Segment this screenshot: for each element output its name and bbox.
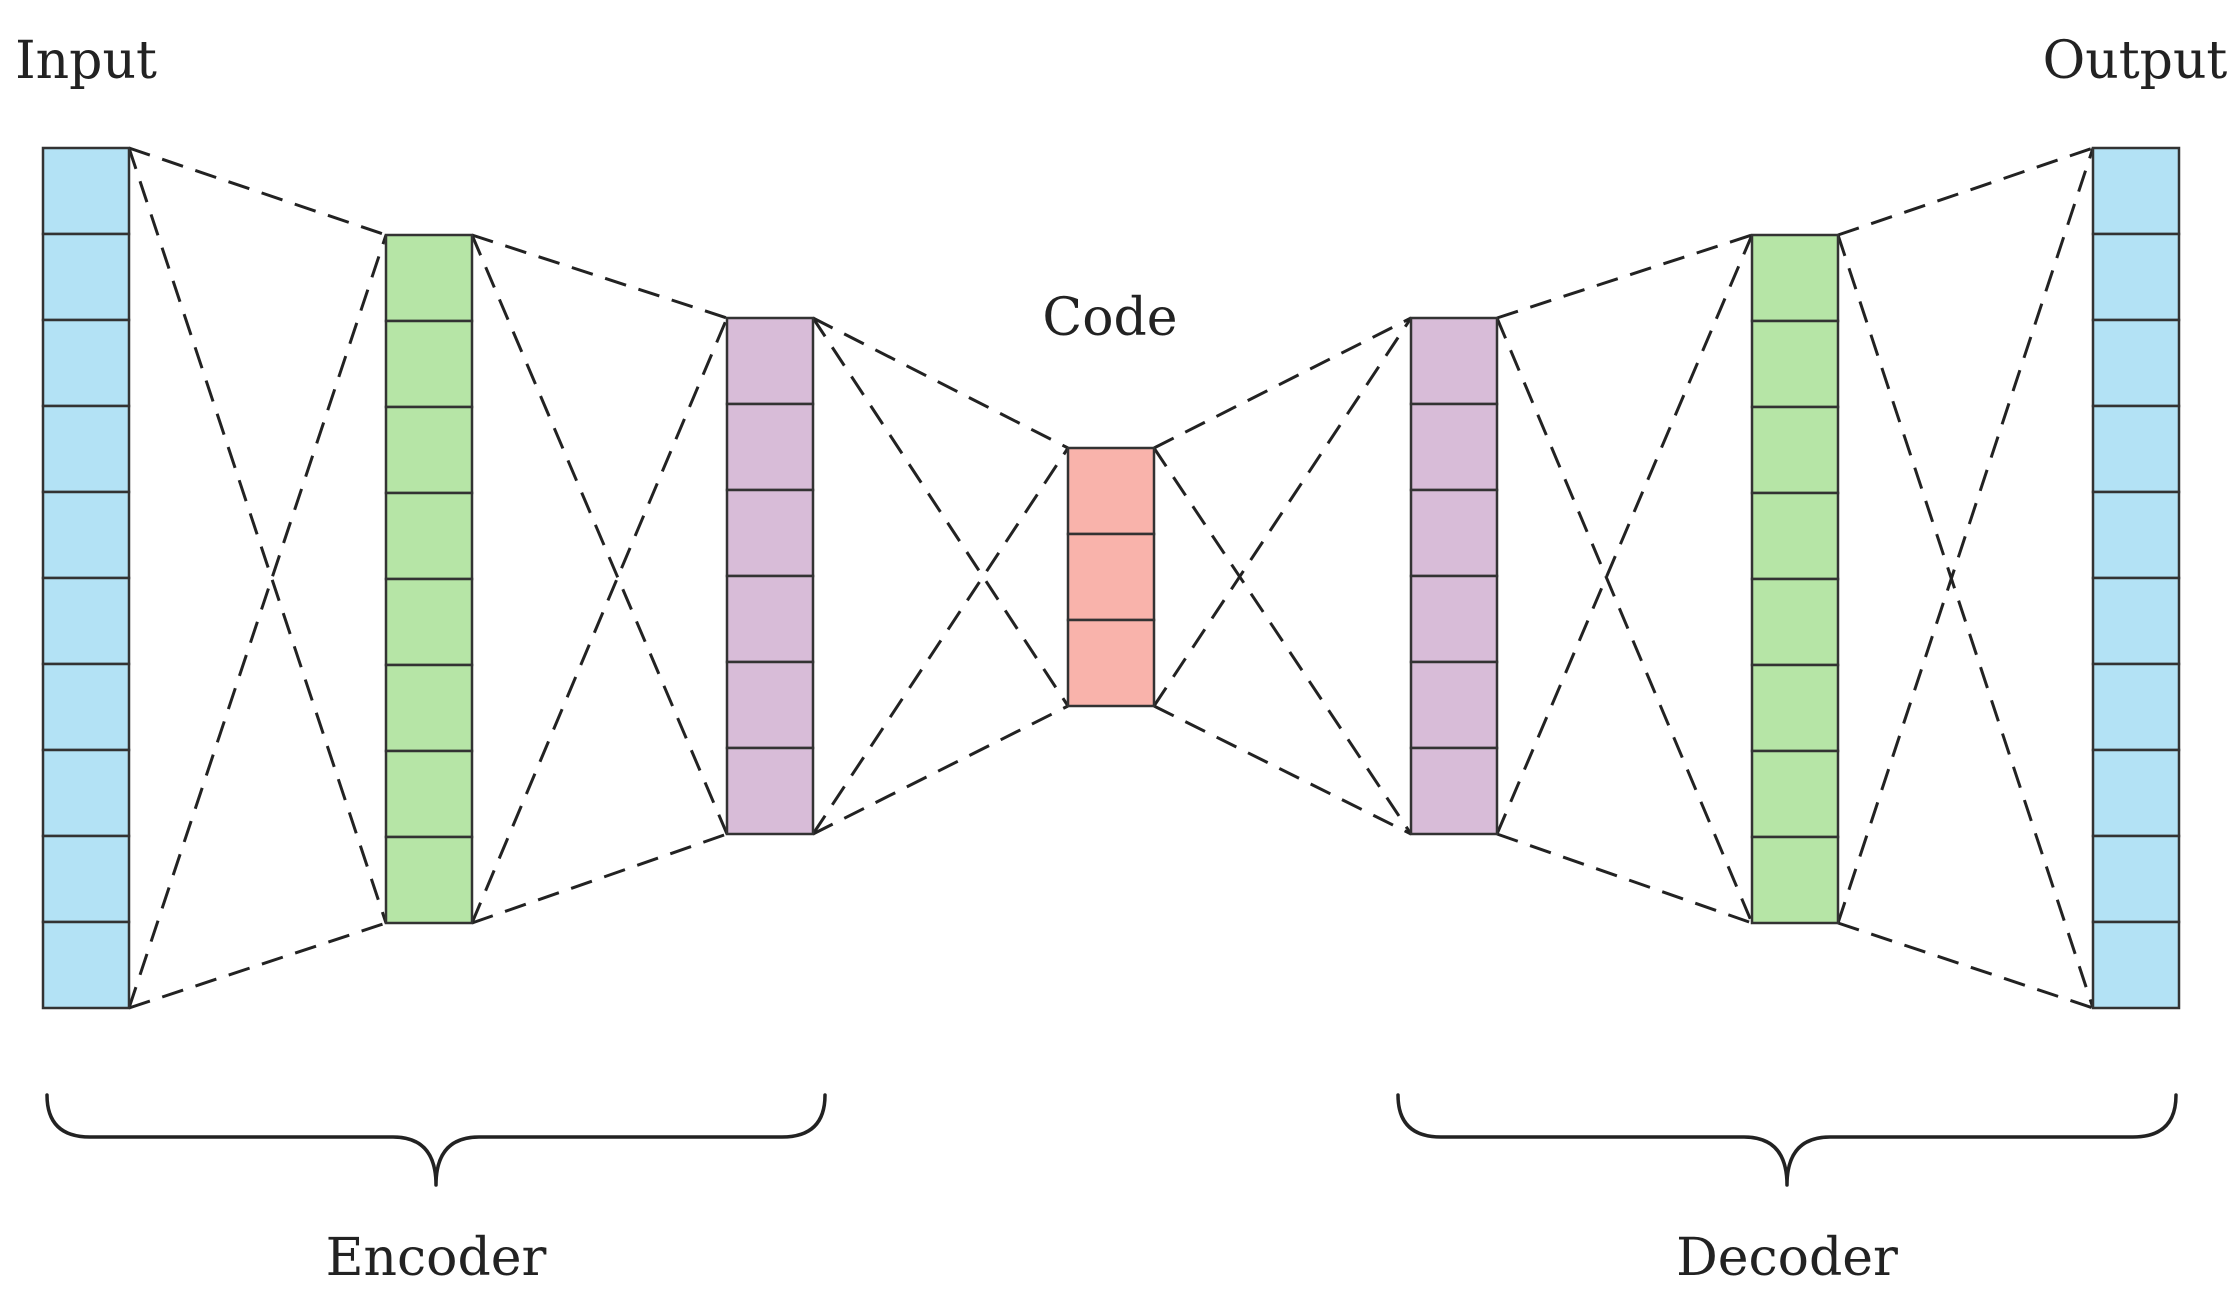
neuron-cell (41, 662, 131, 752)
connections (127, 146, 2095, 1010)
neuron-cell (1409, 316, 1499, 406)
neuron-cell (1409, 574, 1499, 664)
connection-line (1496, 832, 1753, 925)
neuron-cell (41, 834, 131, 924)
connection-line (811, 317, 1070, 707)
neuron-cell (2091, 318, 2181, 408)
neuron-cell (41, 146, 131, 236)
neuron-cell (725, 746, 815, 836)
neuron-cell (725, 488, 815, 578)
neuron-cell (1066, 618, 1156, 708)
connection-line (470, 234, 729, 835)
connection-line (1836, 147, 2095, 924)
neuron-cell (1750, 405, 1840, 495)
output-layer (2091, 146, 2181, 1010)
neuron-cell (1750, 835, 1840, 925)
neuron-cell (1409, 746, 1499, 836)
encoder-brace (45, 1093, 827, 1187)
neuron-cell (1066, 446, 1156, 536)
neuron-cell (41, 232, 131, 322)
connection-line (1496, 233, 1753, 320)
connection-line (1837, 146, 2094, 237)
connection-line (128, 921, 387, 1010)
input-layer (41, 146, 131, 1010)
connection-line (1837, 921, 2094, 1010)
neuron-cell (1750, 577, 1840, 667)
decoder-hidden-1 (1409, 316, 1499, 836)
connection-line (1495, 317, 1754, 924)
neuron-cell (384, 749, 474, 839)
connection-line (470, 317, 729, 924)
neuron-cell (2091, 662, 2181, 752)
neuron-cell (2091, 920, 2181, 1010)
neuron-cell (1409, 402, 1499, 492)
connection-line (128, 146, 387, 237)
neuron-cell (1750, 749, 1840, 839)
neuron-cell (1066, 532, 1156, 622)
neuron-cell (2091, 404, 2181, 494)
neuron-cell (2091, 834, 2181, 924)
connection-line (1152, 447, 1413, 835)
connection-line (1153, 316, 1412, 450)
neuron-cell (2091, 576, 2181, 666)
decoder-brace (1396, 1093, 2178, 1187)
encoder-hidden-1 (384, 233, 474, 925)
neuron-cell (725, 660, 815, 750)
layers (41, 146, 2181, 1010)
neuron-cell (384, 663, 474, 753)
neuron-cell (1750, 319, 1840, 409)
connection-line (812, 316, 1069, 450)
neuron-cell (2091, 146, 2181, 236)
decoder-label: Decoder (1676, 1228, 1898, 1288)
neuron-cell (41, 318, 131, 408)
encoder-hidden-2 (725, 316, 815, 836)
connection-line (812, 704, 1069, 836)
neuron-cell (1750, 491, 1840, 581)
encoder-label: Encoder (326, 1228, 547, 1288)
connection-line (1495, 234, 1754, 835)
neuron-cell (1750, 663, 1840, 753)
output-label: Output (2043, 31, 2228, 91)
neuron-cell (384, 577, 474, 667)
neuron-cell (2091, 748, 2181, 838)
neuron-cell (725, 316, 815, 406)
decoder-hidden-2 (1750, 233, 1840, 925)
neuron-cell (1750, 233, 1840, 323)
connection-line (1152, 317, 1413, 707)
input-label: Input (15, 31, 157, 91)
neuron-cell (41, 490, 131, 580)
neuron-cell (41, 920, 131, 1010)
connection-line (471, 233, 728, 320)
neuron-cell (384, 491, 474, 581)
connection-line (1836, 234, 2095, 1009)
connection-line (1153, 704, 1412, 836)
neuron-cell (1409, 488, 1499, 578)
code-layer (1066, 446, 1156, 708)
neuron-cell (384, 319, 474, 409)
connection-line (811, 447, 1070, 835)
neuron-cell (725, 574, 815, 664)
neuron-cell (384, 405, 474, 495)
connection-line (127, 234, 388, 1009)
connection-line (471, 832, 728, 925)
neuron-cell (41, 576, 131, 666)
neuron-cell (725, 402, 815, 492)
neuron-cell (41, 404, 131, 494)
neuron-cell (1409, 660, 1499, 750)
neuron-cell (2091, 490, 2181, 580)
neuron-cell (384, 835, 474, 925)
neuron-cell (41, 748, 131, 838)
code-label: Code (1042, 288, 1177, 348)
connection-line (127, 147, 388, 924)
neuron-cell (384, 233, 474, 323)
neuron-cell (2091, 232, 2181, 322)
